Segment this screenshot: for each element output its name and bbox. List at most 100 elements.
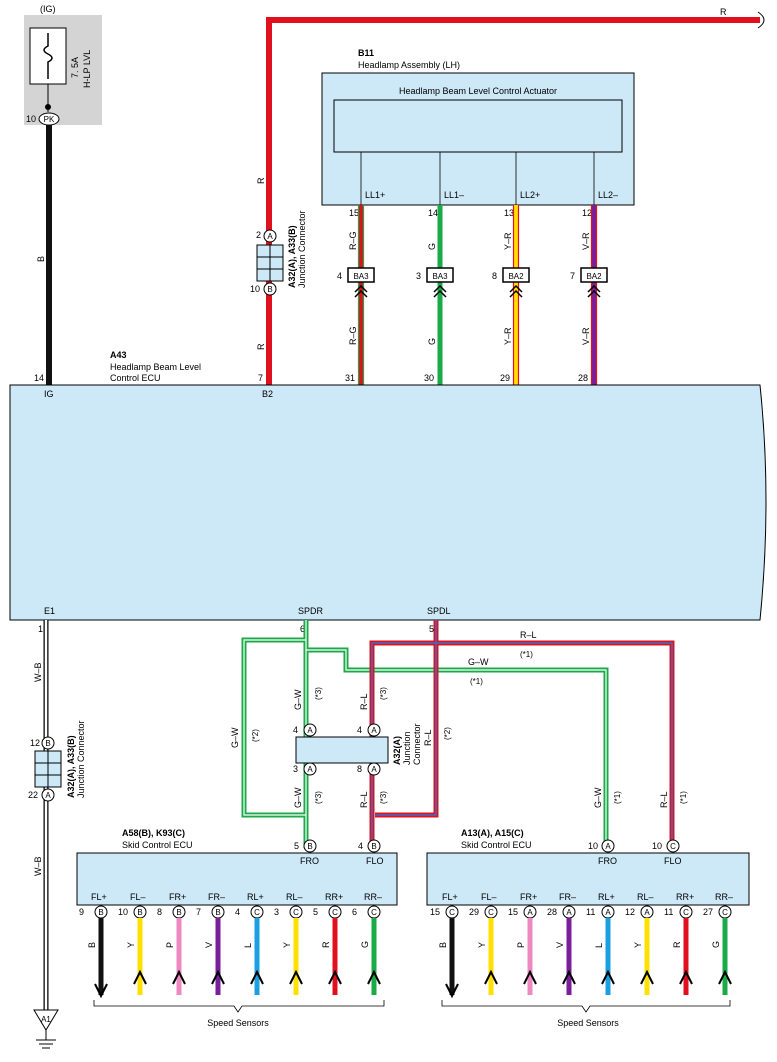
a43-e1-label: E1 xyxy=(44,606,55,616)
a43-spdl-pin: 5 xyxy=(429,624,434,634)
a43-b2-pin: 7 xyxy=(258,373,263,383)
b11-wire-color-lower-0: R–G xyxy=(348,326,358,345)
b11-conn-pin-3: 7 xyxy=(570,271,575,281)
rl-top-label: R–L xyxy=(520,630,537,640)
a43-ig-label: IG xyxy=(44,389,54,399)
jc-left-label: A32(A), A33(B) xyxy=(66,735,76,798)
jc-top-pin-a: 2 xyxy=(256,230,261,240)
wire-r-end-icon xyxy=(757,11,765,29)
jc-mid-code-3: A xyxy=(307,765,313,774)
jc-mid-conn-4 xyxy=(303,723,317,737)
jc-mid-pin-9: 4 xyxy=(357,725,362,735)
b11-pin-label-3: LL2– xyxy=(598,190,618,200)
ig-wire-color: B xyxy=(36,256,46,262)
fuse-amps: 7. 5A xyxy=(70,57,80,78)
a43-spdr-pin: 6 xyxy=(300,624,305,634)
jc-left-sub: Junction Connector xyxy=(76,720,86,798)
wb-label-2: W–B xyxy=(33,856,43,876)
jc-left-conn-b xyxy=(41,736,55,750)
ecu_right-pin-code-3: A xyxy=(566,908,572,917)
jc-mid-label: A32(A) xyxy=(392,736,402,765)
wire-r-label: R xyxy=(720,7,727,17)
ecu_left-pin-num-5: 3 xyxy=(274,907,279,917)
ecu_right-pin-label-0: FL+ xyxy=(442,892,458,902)
jc-mid-conn-9 xyxy=(367,723,381,737)
gw-upper-note: (*3) xyxy=(314,687,323,700)
ecu-right-name: Skid Control ECU xyxy=(461,840,532,850)
a43-b2-label: B2 xyxy=(262,389,273,399)
b11-actuator: Headlamp Beam Level Control Actuator xyxy=(399,86,557,96)
ecu_left-pin-num-3: 7 xyxy=(196,907,201,917)
fuse-pin: 10 xyxy=(26,114,36,124)
rl-upper-note: (*3) xyxy=(379,687,388,700)
ecu-left-fro-conn xyxy=(303,839,317,853)
ground-icon xyxy=(33,1009,59,1031)
b11-pin-num-1: 14 xyxy=(428,208,438,218)
jc-left-code-a: A xyxy=(45,791,51,800)
ecu-left-fro-pin: 5 xyxy=(294,841,299,851)
ecu_left-sensor-arrow-up-icon-5 xyxy=(289,969,303,985)
fuse-icon xyxy=(43,33,53,79)
b11-conn-pin-0: 4 xyxy=(337,271,342,281)
gw-top-label: G–W xyxy=(468,657,489,667)
ecu-left-name: Skid Control ECU xyxy=(122,840,193,850)
ecu_left-sensor-wire-color-3: V xyxy=(204,942,214,948)
ecu-right-fro-label: FRO xyxy=(598,856,617,866)
ecu_right-sensor-wire-color-3: V xyxy=(555,942,565,948)
gw-right-note: (*1) xyxy=(613,791,622,804)
a43-id: A43 xyxy=(110,350,127,360)
rl-upper-label: R–L xyxy=(359,693,369,710)
ecu-left-flo-conn xyxy=(367,839,381,853)
jc-mid-pin-8: 8 xyxy=(357,764,362,774)
ecu_left-sensor-wire-color-1: Y xyxy=(126,942,136,948)
ecu_right-pin-num-7: 27 xyxy=(703,907,713,917)
b11-conn-arrow-icon-0 xyxy=(354,284,368,298)
jc-top-wire-below: R xyxy=(256,343,266,350)
ecu_right-sensor-arrow-up-icon-3 xyxy=(562,969,576,985)
jc-mid-code-4: A xyxy=(307,726,313,735)
a43-spdr-label: SPDR xyxy=(298,606,324,616)
ecu_right-pin-label-4: RL+ xyxy=(598,892,615,902)
ecu_left-sensor-arrow-up-icon-2 xyxy=(172,969,186,985)
gw-upper-label: G–W xyxy=(293,689,303,710)
b11-pin-label-1: LL1– xyxy=(444,190,464,200)
ecu_right-pin-label-6: RR+ xyxy=(676,892,694,902)
ecu_right-sensor-wire-color-7: G xyxy=(711,941,721,948)
b11-conn-box-2 xyxy=(502,267,530,283)
a43-pin-num-1: 30 xyxy=(424,373,434,383)
a43-name1: Headlamp Beam Level xyxy=(110,362,201,372)
ecu-right-box xyxy=(426,852,750,906)
jc-mid-sub2: Connector xyxy=(412,723,422,765)
ecu_right-sensor-arrow-up-icon-4 xyxy=(601,969,615,985)
jc-top-conn-b xyxy=(263,282,277,296)
ecu_left-pin-label-0: FL+ xyxy=(91,892,107,902)
ecu-right-fro-code: A xyxy=(605,842,611,851)
ecu_right-pin-label-2: FR+ xyxy=(520,892,537,902)
brace-left xyxy=(93,1000,385,1013)
jc-left-pin-a: 22 xyxy=(28,790,38,800)
ecu_right-pin-code-7: C xyxy=(722,908,728,917)
ecu_right-pin-label-1: FL– xyxy=(481,892,497,902)
jc-mid-conn-8 xyxy=(367,762,381,776)
ecu_right-sensor-wire-color-5: Y xyxy=(633,942,643,948)
ecu_left-sensor-arrow-up-icon-1 xyxy=(133,969,147,985)
ecu-right-fro-pin: 10 xyxy=(588,841,598,851)
ecu_right-pin-num-0: 15 xyxy=(430,907,440,917)
gw-lower-label: G–W xyxy=(293,787,303,808)
ecu_left-pin-label-1: FL– xyxy=(130,892,146,902)
ecu_right-sensor-wire-color-6: R xyxy=(672,941,682,948)
ecu_right-sensor-wire-color-0: B xyxy=(438,942,448,948)
ecu_left-sensor-arrow-up-icon-3 xyxy=(211,969,225,985)
ecu_right-pin-num-5: 12 xyxy=(625,907,635,917)
ecu_right-pin-label-5: RL– xyxy=(637,892,654,902)
b11-pin-num-3: 12 xyxy=(582,208,592,218)
jc-top-code-a: A xyxy=(267,232,273,241)
a43-spdl-label: SPDL xyxy=(427,606,451,616)
ecu_right-sensor-wire-color-2: P xyxy=(516,942,526,948)
ecu_right-pin-code-2: A xyxy=(527,908,533,917)
ecu_right-pin-code-4: A xyxy=(605,908,611,917)
jc-mid-sub1: Junction xyxy=(402,731,412,765)
ecu_right-pin-num-2: 15 xyxy=(508,907,518,917)
rl-lower-note: (*3) xyxy=(379,791,388,804)
